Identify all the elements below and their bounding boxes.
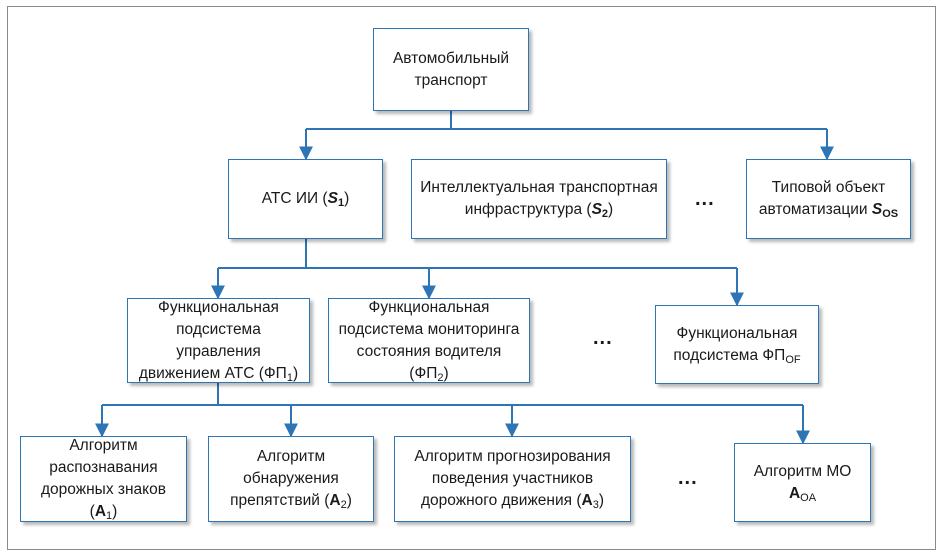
- its-subscript: 2: [601, 208, 609, 220]
- fp2-line1: Функциональная: [368, 298, 490, 316]
- ats-subscript: 1: [337, 197, 345, 209]
- a1-line2: распознавания: [49, 459, 158, 476]
- amo-subscript: OA: [800, 491, 817, 504]
- level3-ellipsis: ...: [678, 467, 698, 489]
- its-close: ): [608, 201, 614, 218]
- fp1-close: ): [292, 364, 299, 382]
- its-line1: Интеллектуальная транспортная: [420, 179, 658, 196]
- a2-line2: обнаружения: [243, 470, 339, 487]
- fp1-line2: подсистема управления: [176, 320, 261, 360]
- typical-object-text: автоматизации: [758, 201, 872, 218]
- fpof-subscript: OF: [785, 353, 801, 366]
- fp1-subscript: 1: [286, 371, 293, 384]
- node-a2: Алгоритм обнаружения препятствий (A2): [208, 436, 374, 522]
- a3-line2: поведения участников: [431, 470, 594, 487]
- a2-text: препятствий (: [230, 492, 330, 509]
- a1-line1: Алгоритм: [69, 437, 138, 454]
- amo-line1: Алгоритм МО: [753, 462, 852, 480]
- ats-close: ): [344, 190, 350, 207]
- fp2-text: состояния водителя (ФП: [356, 342, 502, 382]
- fp2-close: ): [443, 364, 449, 382]
- ats-text: АТС ИИ (: [261, 190, 328, 207]
- a1-symbol: A: [94, 503, 107, 520]
- fp1-line1: Функциональная: [158, 298, 279, 316]
- level1-ellipsis: ...: [695, 188, 715, 210]
- fpof-line1: Функциональная: [676, 324, 798, 342]
- fp1-text: движением АТС (ФП: [138, 364, 287, 382]
- node-amo: Алгоритм МО AOA: [734, 443, 871, 522]
- diagram-frame: [7, 6, 936, 550]
- root-automobile-transport: Автомобильный транспорт: [373, 28, 529, 111]
- a2-subscript: 2: [340, 499, 347, 511]
- its-text: инфраструктура (: [464, 201, 592, 218]
- a3-subscript: 3: [592, 499, 599, 511]
- a3-text: дорожного движения (: [420, 492, 582, 509]
- node-a1: Алгоритм распознавания дорожных знаков (…: [20, 436, 187, 522]
- a1-subscript: 1: [106, 510, 113, 522]
- root-line1: Автомобильный: [392, 49, 510, 67]
- a3-close: ): [598, 492, 605, 509]
- node-fpof: Функциональная подсистема ФПOF: [655, 305, 819, 384]
- node-typical-object: Типовой объект автоматизации SOS: [746, 159, 911, 239]
- node-its: Интеллектуальная транспортная инфраструк…: [411, 159, 667, 239]
- typical-object-symbol: S: [871, 201, 883, 218]
- a1-text: дорожных знаков (: [41, 481, 166, 520]
- a1-close: ): [112, 503, 118, 520]
- ats-symbol: S: [327, 190, 338, 207]
- a3-line1: Алгоритм прогнозирования: [414, 448, 611, 465]
- a2-symbol: A: [329, 492, 341, 509]
- a2-close: ): [346, 492, 352, 509]
- node-fp1: Функциональная подсистема управления дви…: [127, 298, 310, 383]
- node-ats-ai: АТС ИИ (S1): [228, 159, 383, 239]
- fpof-text: подсистема ФП: [673, 346, 786, 364]
- typical-object-subscript: OS: [882, 208, 899, 220]
- level2-ellipsis: ...: [593, 327, 613, 349]
- typical-object-line1: Типовой объект: [771, 179, 886, 196]
- node-fp2: Функциональная подсистема мониторинга со…: [328, 298, 530, 383]
- fp2-line2: подсистема мониторинга: [338, 320, 520, 338]
- a3-symbol: A: [581, 492, 593, 509]
- its-symbol: S: [591, 201, 602, 218]
- a2-line1: Алгоритм: [256, 448, 326, 465]
- fp2-subscript: 2: [437, 371, 444, 384]
- amo-symbol: A: [788, 484, 801, 502]
- root-line2: транспорт: [414, 71, 488, 89]
- node-a3: Алгоритм прогнозирования поведения участ…: [394, 436, 631, 522]
